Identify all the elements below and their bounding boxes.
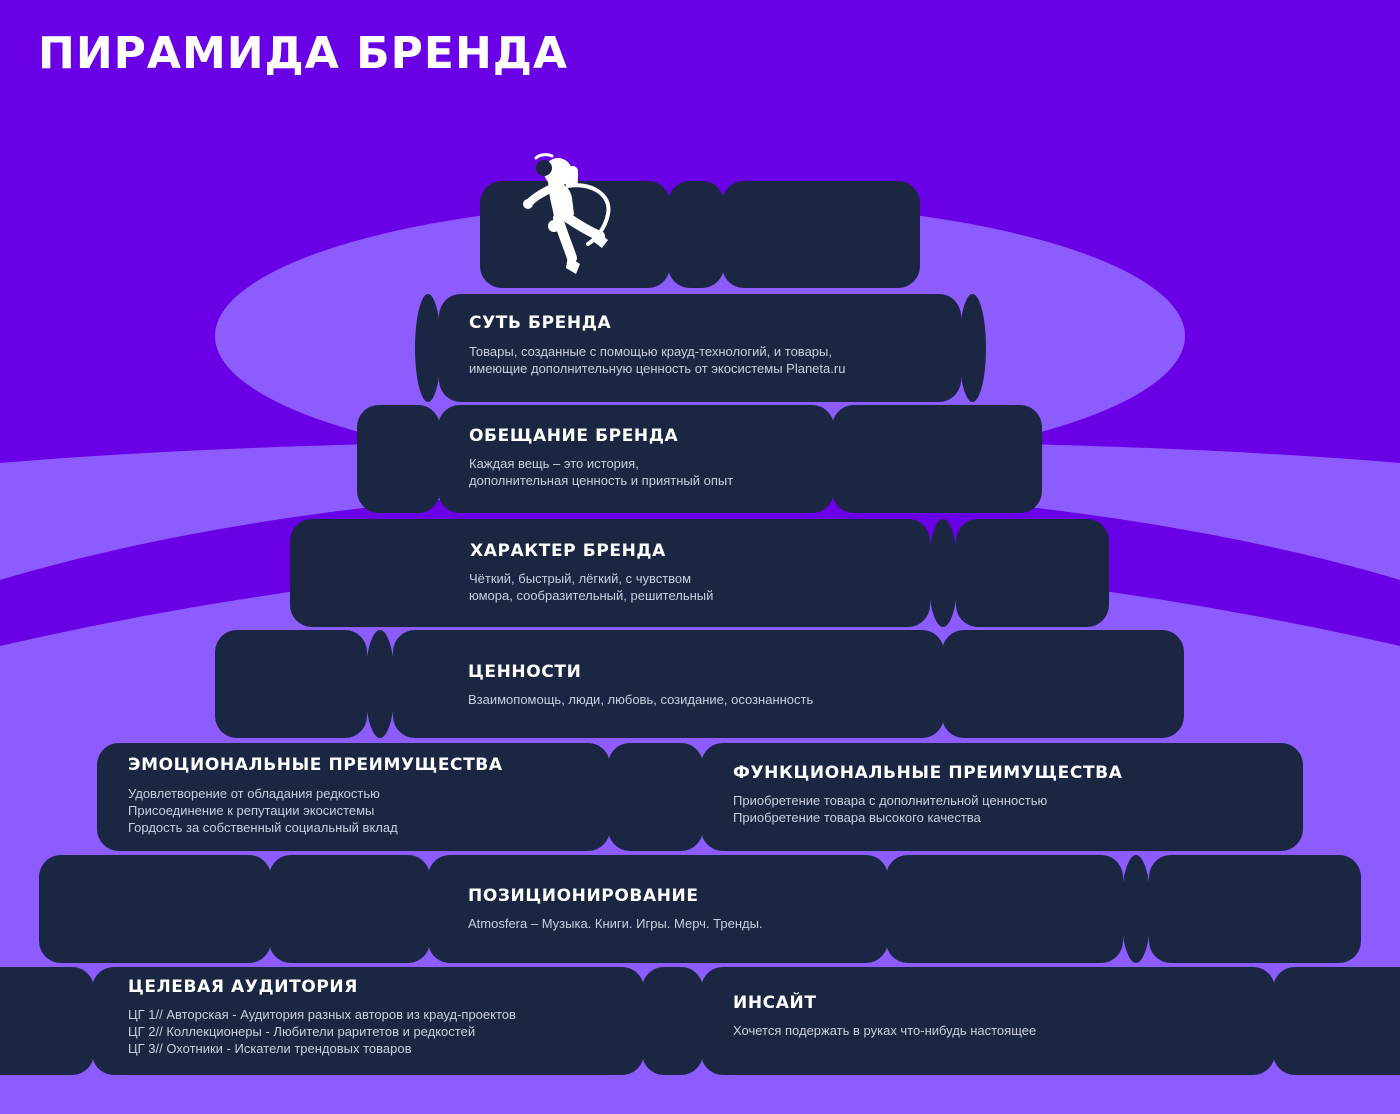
character-block <box>290 519 930 627</box>
positioning-side-block-1 <box>39 855 271 963</box>
positioning-heading: ПОЗИЦИОНИРОВАНИЕ <box>468 886 699 906</box>
positioning-side-block-3 <box>886 855 1123 963</box>
audience-line: ЦГ 1// Авторская - Аудитория разных авто… <box>128 1007 516 1022</box>
audience-heading: ЦЕЛЕВАЯ АУДИТОРИЯ <box>128 977 358 997</box>
promise-side-block-right <box>832 405 1042 513</box>
insight-text: Хочется подержать в руках что-нибудь нас… <box>733 1022 1036 1039</box>
values-heading: ЦЕННОСТИ <box>468 662 582 682</box>
promise-side-block-left <box>357 405 440 513</box>
emotional-line: Удовлетворение от обладания редкостью <box>128 786 380 801</box>
emotional-heading: ЭМОЦИОНАЛЬНЫЕ ПРЕИМУЩЕСТВА <box>128 755 503 775</box>
insight-block <box>701 967 1275 1075</box>
values-block <box>393 630 944 738</box>
promise-heading: ОБЕЩАНИЕ БРЕНДА <box>469 426 679 446</box>
essence-text: Товары, созданные с помощью крауд-технол… <box>469 343 845 377</box>
page-title: ПИРАМИДА БРЕНДА <box>38 28 569 79</box>
audience-text: ЦГ 1// Авторская - Аудитория разных авто… <box>128 1006 516 1057</box>
audience-line: ЦГ 2// Коллекционеры - Любители раритето… <box>128 1024 476 1039</box>
emotional-block <box>97 743 610 851</box>
character-text: Чёткий, быстрый, лёгкий, с чувством юмор… <box>469 570 713 604</box>
character-heading: ХАРАКТЕР БРЕНДА <box>470 541 666 561</box>
promise-line: дополнительная ценность и приятный опыт <box>469 473 734 488</box>
values-side-pill <box>365 630 395 738</box>
positioning-text: Atmosfera – Музыка. Книги. Игры. Мерч. Т… <box>468 915 763 932</box>
positioning-side-pill <box>1121 855 1151 963</box>
emotional-line: Гордость за собственный социальный вклад <box>128 820 398 835</box>
pyramid-top-block-right <box>722 181 920 288</box>
values-side-block-right <box>942 630 1184 738</box>
pyramid-top-block-middle <box>668 181 724 288</box>
functional-line: Приобретение товара с дополнительной цен… <box>733 793 1048 808</box>
astronaut-icon <box>523 153 611 274</box>
positioning-side-block-2 <box>269 855 430 963</box>
essence-line: Товары, созданные с помощью крауд-технол… <box>469 344 832 359</box>
essence-line: имеющие дополнительную ценность от экоси… <box>469 361 846 376</box>
character-side-pill <box>928 519 958 627</box>
promise-block <box>438 405 834 513</box>
insight-side-block-right <box>1273 967 1400 1075</box>
insight-line: Хочется подержать в руках что-нибудь нас… <box>733 1023 1037 1038</box>
audience-block <box>92 967 644 1075</box>
promise-text: Каждая вещь – это история, дополнительна… <box>469 455 733 489</box>
functional-block <box>701 743 1303 851</box>
emotional-text: Удовлетворение от обладания редкостью Пр… <box>128 785 398 836</box>
essence-side-pill-left <box>415 294 441 402</box>
promise-line: Каждая вещь – это история, <box>469 456 639 471</box>
values-line: Взаимопомощь, люди, любовь, созидание, о… <box>468 692 814 707</box>
character-line: юмора, сообразительный, решительный <box>469 588 714 603</box>
character-side-block-right <box>956 519 1109 627</box>
essence-side-pill-right <box>959 294 986 402</box>
audience-line: ЦГ 3// Охотники - Искатели трендовых тов… <box>128 1041 412 1056</box>
values-text: Взаимопомощь, люди, любовь, созидание, о… <box>468 691 813 708</box>
values-side-block-left <box>215 630 367 738</box>
insight-heading: ИНСАЙТ <box>733 993 817 1013</box>
functional-line: Приобретение товара высокого качества <box>733 810 981 825</box>
positioning-side-block-4 <box>1149 855 1361 963</box>
essence-heading: СУТЬ БРЕНДА <box>469 313 612 333</box>
essence-block <box>439 294 961 402</box>
base-middle-block <box>642 967 703 1075</box>
functional-text: Приобретение товара с дополнительной цен… <box>733 792 1047 826</box>
positioning-line: Atmosfera – Музыка. Книги. Игры. Мерч. Т… <box>468 916 763 931</box>
character-line: Чёткий, быстрый, лёгкий, с чувством <box>469 571 692 586</box>
emotional-line: Присоединение к репутации экосистемы <box>128 803 375 818</box>
benefits-middle-block <box>608 743 703 851</box>
audience-side-block-left <box>0 967 94 1075</box>
functional-heading: ФУНКЦИОНАЛЬНЫЕ ПРЕИМУЩЕСТВА <box>733 763 1123 783</box>
positioning-block <box>428 855 888 963</box>
